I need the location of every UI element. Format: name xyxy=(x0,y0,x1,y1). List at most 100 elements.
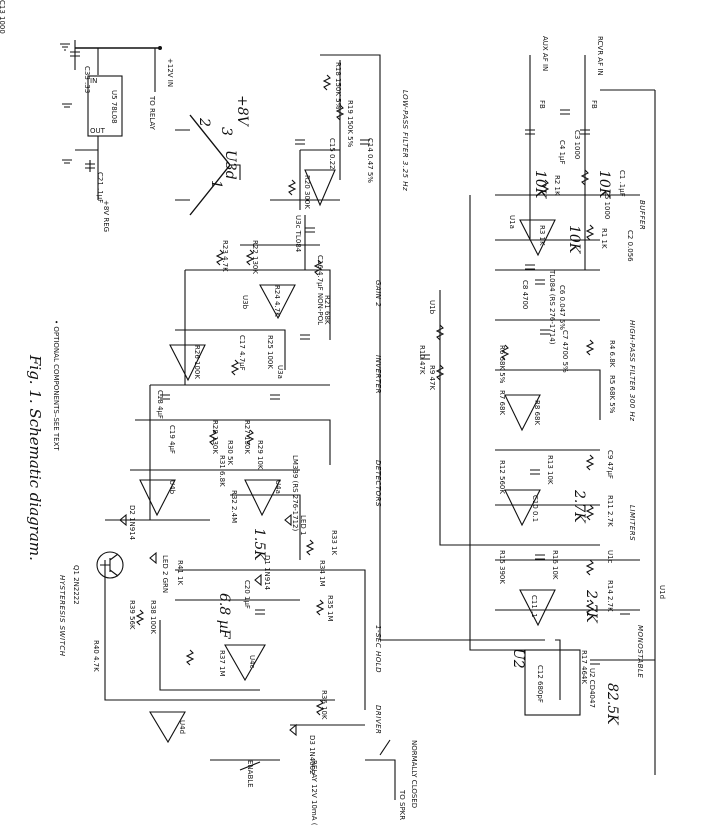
component-label: R14 2.7K xyxy=(606,580,614,612)
component-label: RELAY 12V 10mA (RS 275-003) xyxy=(310,760,318,826)
component-label: R7 68K xyxy=(498,390,506,415)
component-label: C9 47µF xyxy=(606,450,614,479)
hand-used: U3d xyxy=(222,150,238,180)
component-label: R19 150K 5% xyxy=(346,100,354,148)
component-label: R12 560K xyxy=(498,460,506,494)
hand-r1-value: 10K xyxy=(596,170,612,200)
component-label: U1a xyxy=(508,215,516,229)
reg-in-label: IN xyxy=(90,77,97,85)
op-amps xyxy=(96,169,581,744)
component-label: C20 1µF xyxy=(243,580,251,609)
component-label: R34 1M xyxy=(318,560,326,587)
hand-pin1: 1 xyxy=(208,180,224,189)
hand-r17-value: 82.5K xyxy=(604,683,620,726)
component-label: R36 10K xyxy=(320,690,328,720)
c21-label: C21 .1µF xyxy=(96,172,104,203)
comparator-u4d xyxy=(149,711,186,744)
component-label: R27 130K xyxy=(243,420,251,454)
hand-r2-value: 10K xyxy=(566,225,582,255)
figure-caption: Fig. 1. Schematic diagram. xyxy=(26,354,44,561)
component-label: R29 10K xyxy=(256,440,264,470)
section-limiters: LIMITERS xyxy=(628,505,636,541)
opamp-u3b xyxy=(259,284,296,320)
component-label: R10 47K xyxy=(418,345,426,375)
component-label: U4d xyxy=(178,720,186,734)
hand-d1-value: 1.5K xyxy=(251,528,267,562)
hand-plus8v: +8V xyxy=(234,95,250,128)
hand-c20-value: 6.8 µF xyxy=(216,593,232,640)
component-label: C14 0.47 5% xyxy=(366,138,374,183)
component-label: R11 2.7K xyxy=(606,495,614,527)
input-labels: AUX AF IN RCVR AF IN FB FB xyxy=(538,36,604,109)
transistor-q1 xyxy=(96,551,124,579)
regulator-u5 xyxy=(87,75,123,137)
component-label: R31 6.8K xyxy=(218,455,226,487)
section-high-pass: HIGH-PASS FILTER 300 Hz xyxy=(628,320,636,421)
monostable-u2 xyxy=(524,649,581,716)
section-monostable: MONOSTABLE xyxy=(636,625,644,678)
section-labels: LOW-PASS FILTER 3.25 Hz BUFFER HIGH-PASS… xyxy=(58,90,646,734)
component-label: C15 0.22 xyxy=(328,138,336,170)
component-label: C13 1000 xyxy=(0,0,6,34)
component-label: C4 1µF xyxy=(558,140,566,165)
component-label: D2 1N914 xyxy=(128,505,136,541)
component-label: R4 6.8K xyxy=(608,340,616,368)
component-label: R37 1M xyxy=(218,650,226,677)
component-label: C8 4700 xyxy=(521,280,529,309)
component-label: R20 300K xyxy=(303,175,311,209)
component-label: U4a xyxy=(274,480,282,494)
component-label: R22 130K xyxy=(251,240,259,274)
section-detectors: DETECTORS xyxy=(374,460,382,507)
reg-out-label: OUT xyxy=(90,127,106,135)
v8-reg-label: +8V REG xyxy=(102,200,110,232)
component-label: R26 100K xyxy=(193,345,201,379)
opamp-u1d xyxy=(519,589,556,627)
fb-label-2: FB xyxy=(590,100,598,109)
component-label: R41 1K xyxy=(176,560,184,585)
component-label: D1 1N914 xyxy=(263,555,271,591)
component-label: C5 1000 xyxy=(603,190,611,219)
component-label: TO SPKR xyxy=(398,789,406,820)
opamp-u1b xyxy=(504,394,541,432)
component-label: U2 CD4047 xyxy=(588,668,596,708)
hand-r3-value: 10K xyxy=(532,170,548,200)
component-label: C10 0.1 xyxy=(531,495,539,522)
opamp-u3a xyxy=(169,344,206,382)
rcvr-input-label: RCVR AF IN xyxy=(596,36,604,76)
section-driver: DRIVER xyxy=(374,705,382,734)
component-label: R13 10K xyxy=(546,455,554,485)
component-label: C11 .1 xyxy=(530,595,538,618)
component-label: R5 68K 5% xyxy=(608,375,616,414)
component-label: R18 150K 5% xyxy=(334,62,342,110)
hand-pin3: 3 xyxy=(218,127,234,136)
component-label: LM339 (RS 276-1712) xyxy=(291,455,299,531)
component-label: R28 130K xyxy=(211,420,219,454)
component-label: U4b xyxy=(168,480,176,495)
component-label: C18 4µF xyxy=(156,390,164,419)
component-label: R35 1M xyxy=(326,595,334,622)
component-label: D3 1N4002 xyxy=(308,735,316,775)
power-supply-section: +12V IN TO RELAY U5 78L08 IN OUT C33 .33… xyxy=(60,40,174,232)
aux-input-label: AUX AF IN xyxy=(541,36,549,71)
component-label: R21 68K xyxy=(323,295,331,325)
comparator-u4c xyxy=(224,644,266,682)
component-label: R40 4.7K xyxy=(92,640,100,672)
component-label: R3 1K xyxy=(538,225,546,246)
hand-r15-value: 2.7K xyxy=(583,589,599,624)
component-label: R2 1K xyxy=(553,175,561,196)
regulator-label: U5 78L08 xyxy=(110,90,118,124)
component-label: R32 2.4M xyxy=(230,490,238,523)
component-label: C12 680pF xyxy=(536,665,544,703)
component-label: C17 4.7µF xyxy=(238,335,246,371)
component-label: R39 56K xyxy=(128,600,136,630)
component-label: C2 0.056 xyxy=(626,230,634,262)
component-label: C1 .1µF xyxy=(618,170,626,197)
hand-pin2: 2 xyxy=(196,117,212,127)
comparator-u4a xyxy=(244,479,281,517)
fb-label-1: FB xyxy=(538,100,546,109)
c33-label: C33 .33 xyxy=(83,66,91,93)
component-label: R1 1K xyxy=(600,228,608,249)
component-label: C16 4.7µF NON-POL xyxy=(316,255,324,325)
